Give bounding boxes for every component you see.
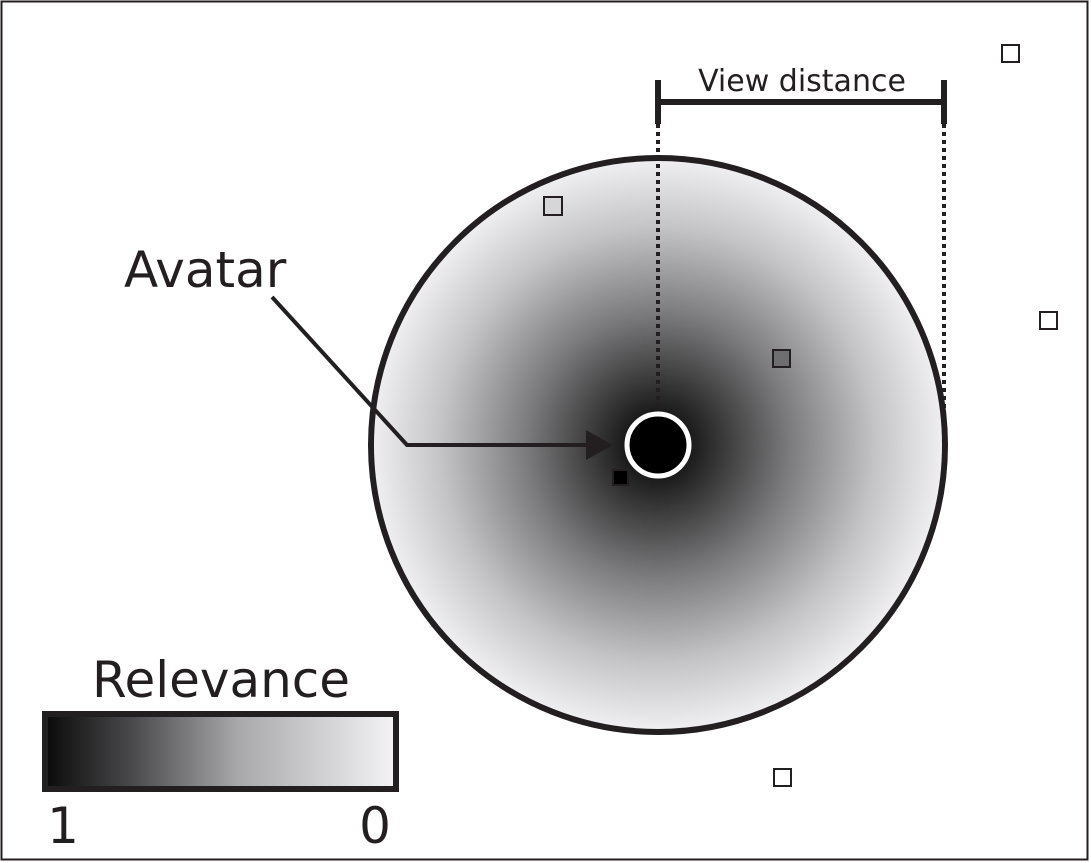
avatar-label: Avatar — [124, 241, 287, 299]
view-distance-bar — [655, 80, 947, 124]
view-distance-label: View distance — [698, 64, 906, 99]
object-square — [1039, 311, 1058, 330]
object-square — [772, 349, 791, 368]
legend-title: Relevance — [92, 651, 350, 709]
object-square — [1001, 44, 1020, 63]
object-square — [612, 469, 629, 486]
avatar-arrowhead — [586, 430, 613, 460]
object-square — [543, 196, 563, 216]
avatar-marker — [624, 411, 692, 479]
legend-gradient-bar — [42, 711, 399, 792]
legend-max-label: 1 — [47, 797, 79, 855]
object-square — [773, 768, 792, 787]
legend-min-label: 0 — [359, 797, 391, 855]
avatar-pointer-line — [270, 295, 590, 447]
